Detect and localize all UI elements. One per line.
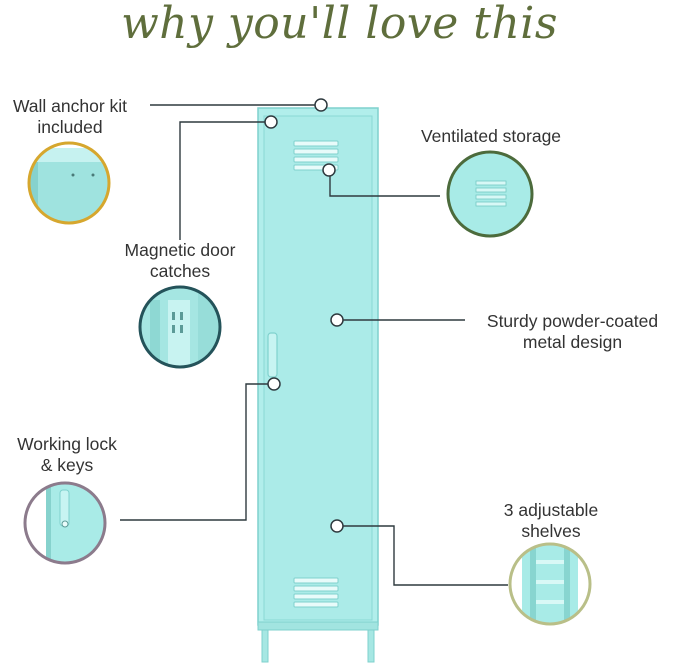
label-lock-line1: Working lock — [17, 434, 117, 454]
magnetic-detail-circle — [138, 285, 222, 369]
leader-lines — [120, 104, 508, 586]
ventilated-detail-circle — [446, 150, 534, 238]
page-headline: why you'll love this — [121, 0, 558, 49]
label-magnetic-line1: Magnetic door — [124, 240, 236, 260]
label-ventilated-line1: Ventilated storage — [420, 126, 562, 146]
label-ventilated: Ventilated storage — [396, 126, 586, 147]
bottom-vents — [293, 577, 339, 608]
label-wall-anchor-line1: Wall anchor kit — [12, 96, 128, 116]
locker — [257, 107, 379, 663]
label-shelves-line1: 3 adjustable — [503, 500, 599, 520]
lock-detail-circle — [23, 481, 107, 565]
label-powder-coated-line2: metal design — [522, 332, 623, 352]
door-handle — [267, 332, 278, 378]
shelves-detail-circle — [508, 542, 592, 626]
callout-dots — [264, 98, 344, 533]
label-lock-line2: & keys — [40, 455, 94, 475]
label-powder-coated-line1: Sturdy powder-coated — [486, 311, 659, 331]
label-wall-anchor-line2: included — [37, 117, 103, 137]
label-magnetic-line2: catches — [149, 261, 211, 281]
label-shelves-line2: shelves — [521, 521, 581, 541]
label-lock: Working lock& keys — [0, 434, 134, 476]
wall-anchor-detail-circle — [27, 141, 111, 225]
